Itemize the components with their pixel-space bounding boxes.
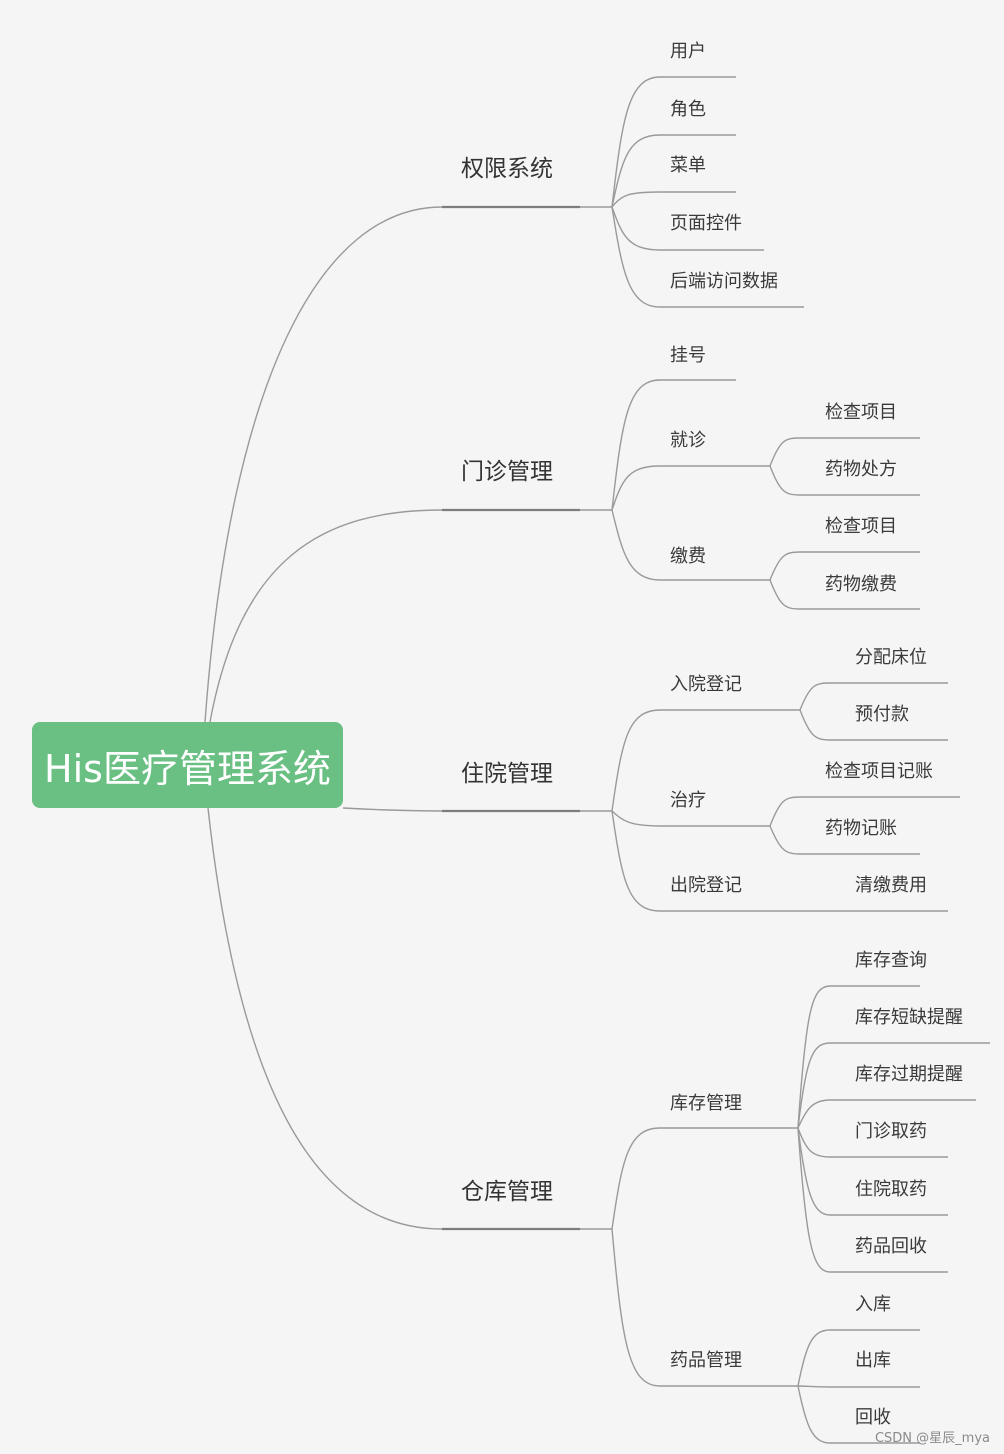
node-exam-items-billing[interactable]: 检查项目记账 <box>825 761 933 782</box>
node-prepayment[interactable]: 预付款 <box>855 704 909 725</box>
connector-l2 <box>611 134 736 208</box>
node-inventory-expiry-alert[interactable]: 库存过期提醒 <box>855 1064 963 1085</box>
node-consultation-exam-items[interactable]: 检查项目 <box>825 402 897 423</box>
node-menu[interactable]: 菜单 <box>670 155 706 176</box>
connector-l3 <box>769 551 920 581</box>
connector-l3 <box>769 579 920 610</box>
connector-l3 <box>797 1127 948 1216</box>
connector-l3 <box>797 1042 990 1129</box>
node-inpatient-dispensing[interactable]: 住院取药 <box>855 1179 927 1200</box>
node-payment-drug-fees[interactable]: 药物缴费 <box>825 574 897 595</box>
node-drug-billing[interactable]: 药物记账 <box>825 818 897 839</box>
node-inventory-shortage-alert[interactable]: 库存短缺提醒 <box>855 1007 963 1028</box>
node-consultation[interactable]: 就诊 <box>670 430 706 451</box>
connector-l3 <box>797 1127 948 1158</box>
node-outpatient-dispensing[interactable]: 门诊取药 <box>855 1121 927 1142</box>
node-permission-system[interactable]: 权限系统 <box>461 156 553 182</box>
node-payment-exam-items[interactable]: 检查项目 <box>825 516 897 537</box>
connector-l2 <box>611 191 736 208</box>
connector-l3 <box>799 682 948 711</box>
connector-l2 <box>611 1228 798 1387</box>
root-node-label: His医疗管理系统 <box>44 746 331 791</box>
connector-l3 <box>797 985 920 1129</box>
connector-l3 <box>797 1385 920 1444</box>
node-outpatient-management[interactable]: 门诊管理 <box>461 459 553 485</box>
node-registration[interactable]: 挂号 <box>670 345 706 366</box>
connector-l3 <box>797 1385 920 1388</box>
node-recycle[interactable]: 回收 <box>855 1407 891 1428</box>
node-drug-management[interactable]: 药品管理 <box>670 1350 742 1371</box>
connector-l2 <box>611 465 770 511</box>
node-role[interactable]: 角色 <box>670 99 706 120</box>
node-settle-fees[interactable]: 清缴费用 <box>855 875 927 896</box>
connector-l2 <box>611 709 800 812</box>
node-page-controls[interactable]: 页面控件 <box>670 213 742 234</box>
node-payment[interactable]: 缴费 <box>670 546 706 567</box>
root-node[interactable]: His医疗管理系统 <box>32 722 343 808</box>
connector-l3 <box>769 796 960 827</box>
connector-l2 <box>611 76 736 208</box>
watermark: CSDN @星辰_mya <box>874 1431 990 1446</box>
node-user[interactable]: 用户 <box>670 41 706 62</box>
connector-l2 <box>611 810 948 912</box>
connector-l2 <box>611 509 770 581</box>
connector-l3 <box>797 1099 976 1129</box>
connector-l3 <box>769 437 920 467</box>
connector-l2 <box>611 206 764 251</box>
connector-root-permission <box>204 206 443 723</box>
node-inpatient-management[interactable]: 住院管理 <box>461 761 553 787</box>
connector-l2 <box>611 810 770 827</box>
node-stock-out[interactable]: 出库 <box>855 1350 891 1371</box>
node-discharge-registration[interactable]: 出院登记 <box>670 875 742 896</box>
connector-root-outpatient <box>209 509 443 723</box>
node-backend-access-data[interactable]: 后端访问数据 <box>670 271 778 292</box>
node-consultation-prescription[interactable]: 药物处方 <box>825 459 897 480</box>
connector-root-warehouse <box>207 807 443 1230</box>
connector-l3 <box>769 825 920 855</box>
node-inventory-query[interactable]: 库存查询 <box>855 950 927 971</box>
connector-root-inpatient <box>342 807 443 812</box>
connector-l2 <box>611 1127 798 1230</box>
connector-l2 <box>611 206 804 308</box>
node-inventory-management[interactable]: 库存管理 <box>670 1093 742 1114</box>
node-warehouse-management[interactable]: 仓库管理 <box>461 1179 553 1205</box>
connector-l3 <box>799 709 948 741</box>
connector-l3 <box>797 1127 948 1273</box>
node-stock-in[interactable]: 入库 <box>855 1294 891 1315</box>
node-drug-recall[interactable]: 药品回收 <box>855 1236 927 1257</box>
connector-l3 <box>797 1329 920 1387</box>
node-bed-allocation[interactable]: 分配床位 <box>855 647 927 668</box>
node-admission-registration[interactable]: 入院登记 <box>670 674 742 695</box>
connector-l3 <box>769 465 920 496</box>
connector-l2 <box>611 379 736 511</box>
node-treatment[interactable]: 治疗 <box>670 790 706 811</box>
